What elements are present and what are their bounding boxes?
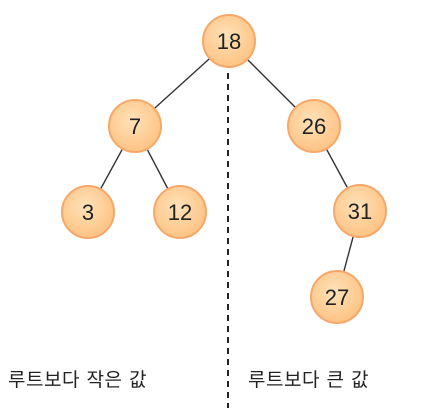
- tree-nodes: 18 7 26 3 12 31 27: [61, 14, 387, 324]
- caption-smaller-than-root: 루트보다 작은 값: [8, 369, 147, 391]
- caption-larger-than-root: 루트보다 큰 값: [248, 369, 369, 391]
- node-label: 12: [168, 200, 192, 225]
- node-circle: [61, 185, 115, 239]
- tree-node-3: 3: [61, 185, 115, 239]
- tree-edges: [87, 40, 361, 298]
- tree-node-7: 7: [108, 99, 162, 153]
- node-label: 27: [325, 285, 349, 310]
- node-circle: [153, 185, 207, 239]
- tree-node-26: 26: [287, 99, 341, 153]
- tree-node-27: 27: [310, 270, 364, 324]
- tree-node-12: 12: [153, 185, 207, 239]
- tree-node-31: 31: [333, 184, 387, 238]
- node-circle: [333, 184, 387, 238]
- tree-node-18: 18: [202, 14, 256, 68]
- node-label: 3: [82, 200, 94, 225]
- node-label: 7: [129, 114, 141, 139]
- node-circle: [287, 99, 341, 153]
- node-circle: [202, 14, 256, 68]
- node-circle: [108, 99, 162, 153]
- node-label: 18: [217, 29, 241, 54]
- node-label: 31: [348, 199, 372, 224]
- node-circle: [310, 270, 364, 324]
- node-label: 26: [302, 114, 326, 139]
